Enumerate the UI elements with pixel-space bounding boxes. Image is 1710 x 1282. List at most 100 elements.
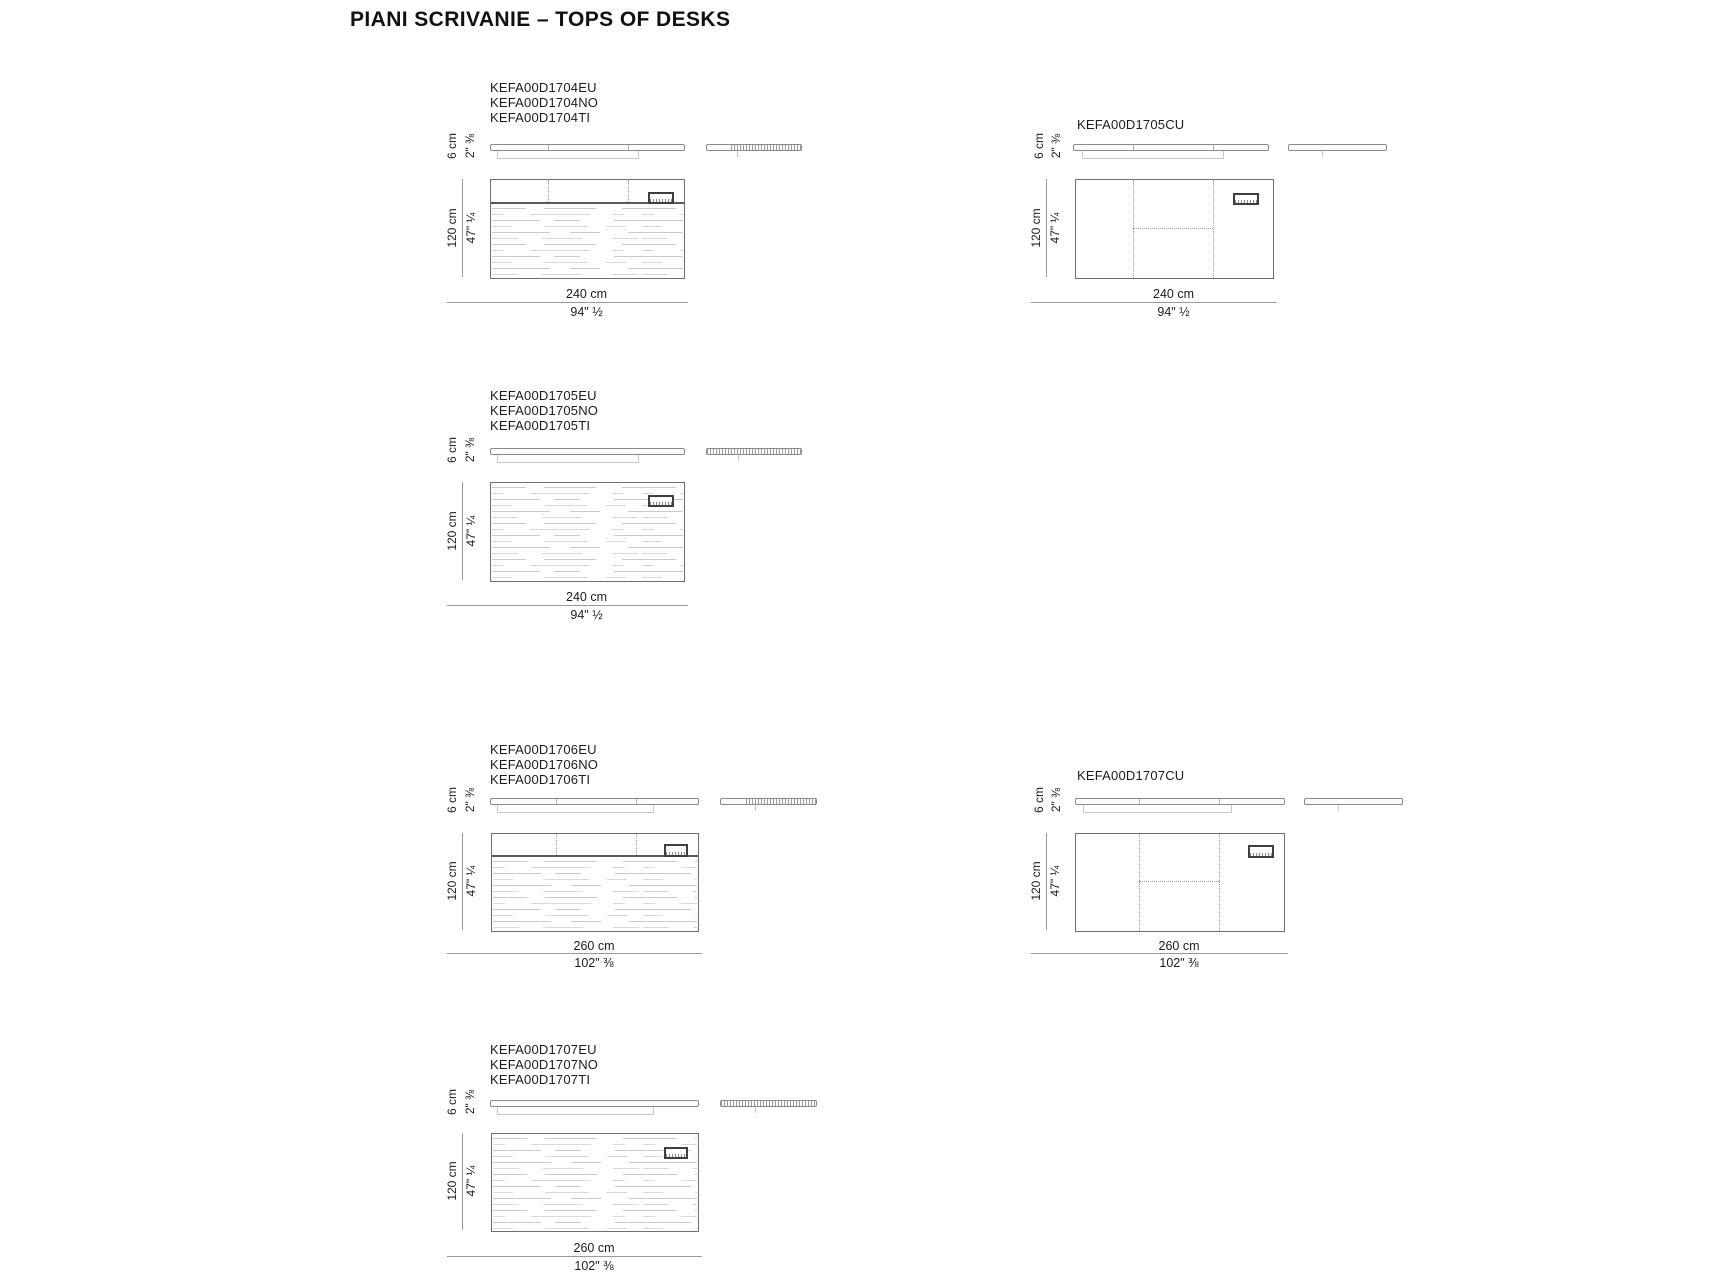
pen-tray-edge <box>666 1154 686 1157</box>
product-codes: KEFA00D1705CU <box>1077 117 1184 132</box>
pen-tray <box>1233 193 1259 205</box>
edge-view-bar <box>720 798 817 805</box>
product-code: KEFA00D1704NO <box>490 95 599 110</box>
pen-tray-edge <box>666 852 686 855</box>
edge-hatch <box>746 799 816 804</box>
product-code: KEFA00D1706TI <box>490 772 591 787</box>
depth-label-in: 47" ¼ <box>1048 865 1062 897</box>
side-view-support <box>497 805 654 813</box>
pen-tray <box>648 192 674 204</box>
edge-view-bar <box>706 144 802 151</box>
joint-dotted-line <box>1133 180 1134 278</box>
joint-tick <box>556 799 557 804</box>
product-codes: KEFA00D1707CU <box>1077 768 1184 783</box>
width-label-in: 94" ½ <box>570 608 603 622</box>
side-view-support <box>497 151 639 159</box>
edge-view-bar <box>706 448 802 455</box>
thickness-label-in: 2" ⅜ <box>1049 133 1063 159</box>
thickness-label-cm: 6 cm <box>445 1088 459 1116</box>
product-codes: KEFA00D1705EU KEFA00D1705NO KEFA00D1705T… <box>490 388 598 433</box>
width-dim-line <box>447 1256 702 1257</box>
product-codes: KEFA00D1706EU KEFA00D1706NO KEFA00D1706T… <box>490 742 598 787</box>
depth-label-in: 47" ¼ <box>464 1165 478 1197</box>
pen-tray <box>648 495 674 507</box>
width-dim-line <box>447 302 688 303</box>
thickness-label-in: 2" ⅜ <box>1049 787 1063 813</box>
fold-band <box>492 834 698 857</box>
side-view-bar <box>490 798 699 805</box>
depth-dim-line <box>462 179 463 277</box>
width-label-cm: 260 cm <box>573 1241 615 1255</box>
depth-label-cm: 120 cm <box>445 208 459 248</box>
joint-tick <box>1219 799 1220 804</box>
width-label-cm: 240 cm <box>566 590 607 604</box>
top-view-panel <box>491 1133 699 1232</box>
edge-support-tick <box>1322 151 1323 157</box>
product-code: KEFA00D1707CU <box>1077 768 1185 783</box>
product-code: KEFA00D1706EU <box>490 742 597 757</box>
product-code: KEFA00D1704TI <box>490 110 591 125</box>
product-code: KEFA00D1707NO <box>490 1057 599 1072</box>
joint-dotted-line <box>548 180 549 202</box>
edge-support-tick <box>738 455 739 461</box>
pen-tray-edge <box>1235 200 1257 203</box>
edge-support-tick <box>755 805 756 811</box>
top-view-panel <box>490 482 685 582</box>
thickness-label-in: 2" ⅜ <box>463 1089 477 1115</box>
edge-support-tick <box>737 151 738 157</box>
edge-view-bar <box>1288 144 1387 151</box>
top-view-panel <box>491 833 699 932</box>
width-dim-line <box>1031 953 1288 954</box>
side-view-bar <box>490 448 685 455</box>
product-code: KEFA00D1706NO <box>490 757 599 772</box>
joint-tick <box>636 799 637 804</box>
product-code: KEFA00D1705NO <box>490 403 599 418</box>
edge-hatch <box>707 449 801 454</box>
width-label-in: 94" ½ <box>1157 305 1190 319</box>
edge-support-tick <box>1338 805 1339 811</box>
joint-tick <box>628 145 629 150</box>
joint-dotted-line <box>556 834 557 855</box>
width-label-cm: 260 cm <box>1158 939 1200 953</box>
depth-dim-line <box>1046 833 1047 930</box>
edge-hatch <box>731 145 801 150</box>
side-view-bar <box>1075 798 1285 805</box>
top-view-panel <box>490 179 685 279</box>
pen-tray-edge <box>650 199 672 202</box>
pen-tray-edge <box>1250 853 1272 856</box>
thickness-label-cm: 6 cm <box>445 132 459 160</box>
pen-tray <box>664 844 688 857</box>
product-codes: KEFA00D1707EU KEFA00D1707NO KEFA00D1707T… <box>490 1042 598 1087</box>
thickness-label-cm: 6 cm <box>445 786 459 814</box>
width-dim-line <box>447 953 702 954</box>
top-view-panel <box>1075 179 1274 279</box>
depth-dim-line <box>462 482 463 580</box>
side-view-support <box>1083 805 1232 813</box>
thickness-label-in: 2" ⅜ <box>463 133 477 159</box>
thickness-label-cm: 6 cm <box>1032 132 1046 160</box>
side-view-bar <box>1073 144 1269 151</box>
depth-dim-line <box>1046 179 1047 277</box>
edge-view-bar <box>720 1100 817 1107</box>
depth-dim-line <box>462 1133 463 1230</box>
edge-support-tick <box>755 1107 756 1113</box>
joint-dotted-line <box>1213 180 1214 278</box>
side-view-support <box>1082 151 1224 159</box>
depth-label-in: 47" ¼ <box>1048 212 1062 244</box>
width-label-cm: 240 cm <box>566 287 607 301</box>
depth-dim-line <box>462 833 463 930</box>
side-view-bar <box>490 144 685 151</box>
joint-dotted-line <box>1139 834 1140 931</box>
product-code: KEFA00D1704EU <box>490 80 597 95</box>
width-label-in: 102" ⅜ <box>574 1259 614 1273</box>
product-code: KEFA00D1707TI <box>490 1072 591 1087</box>
joint-dotted-line <box>636 834 637 855</box>
side-view-support <box>497 455 639 463</box>
page-title: PIANI SCRIVANIE – TOPS OF DESKS <box>350 8 731 31</box>
wood-grain <box>493 1135 697 1230</box>
joint-tick <box>548 145 549 150</box>
width-dim-line <box>1031 302 1277 303</box>
pen-tray <box>664 1147 688 1159</box>
depth-label-in: 47" ¼ <box>464 865 478 897</box>
edge-view-bar <box>1304 798 1403 805</box>
